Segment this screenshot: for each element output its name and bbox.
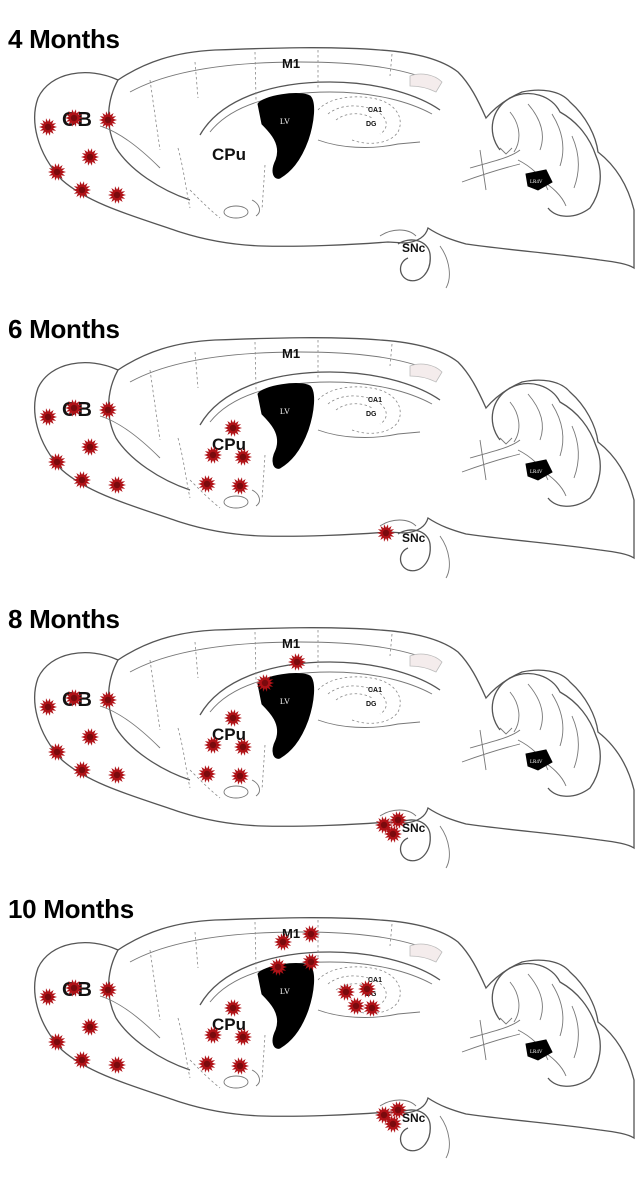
brain-diagram: OBCPuM1SNcCA1DGLVLR4V [0,312,638,602]
ventricle-label-lv: LV [280,697,290,706]
region-label-ca1: CA1 [368,977,382,984]
cpu-marker [198,765,216,783]
ob-marker [73,471,91,489]
m1-marker [302,925,320,943]
region-label-snc: SNc [402,531,426,545]
ventricle-label-lr4v: LR4V [530,1050,543,1055]
ob-marker [39,988,57,1006]
cpu-marker [231,1057,249,1075]
panel-3: 8 MonthsOBCPuM1SNcCA1DGLVLR4V [0,602,638,892]
region-label-ca1: CA1 [368,397,382,404]
brain-diagram: OBCPuM1SNcCA1DGLVLR4V [0,892,638,1182]
snc-marker [377,524,395,542]
cpu-marker [231,477,249,495]
ca1-marker [363,999,381,1017]
ob-marker [108,1056,126,1074]
brain-outline [35,918,634,1158]
cpu-marker [198,475,216,493]
brain-outline [35,628,634,868]
panel-2: 6 MonthsOBCPuM1SNcCA1DGLVLR4V [0,312,638,602]
region-label-snc: SNc [402,821,426,835]
ventricle-label-lv: LV [280,117,290,126]
ob-marker [73,1051,91,1069]
region-label-m1: M1 [282,636,300,651]
ca1-marker [337,983,355,1001]
ventricle-label-lr4v: LR4V [530,470,543,475]
brain-diagram: OBCPuM1SNcCA1DGLVLR4V [0,602,638,892]
m1-marker [288,653,306,671]
ob-marker [108,766,126,784]
ob-marker [108,476,126,494]
brain-diagram: OBCPuM1SNcCA1DGLVLR4V [0,22,638,312]
brain-outline [35,338,634,578]
region-label-dg: DG [366,701,377,708]
panel-1: 4 MonthsOBCPuM1SNcCA1DGLVLR4V [0,22,638,312]
ob-marker [39,698,57,716]
ventricle-label-lv: LV [280,987,290,996]
ventricle-label-lr4v: LR4V [530,760,543,765]
ob-marker [73,181,91,199]
panel-4: 10 MonthsOBCPuM1SNcCA1DGLVLR4V [0,892,638,1182]
ob-marker [39,408,57,426]
ob-marker [81,728,99,746]
cpu-marker [231,767,249,785]
ob-marker [81,438,99,456]
brain-outline [35,48,634,288]
ob-marker [108,186,126,204]
ventricle-label-lv: LV [280,407,290,416]
region-label-ca1: CA1 [368,107,382,114]
region-label-snc: SNc [402,241,426,255]
ob-marker [81,148,99,166]
cpu-marker [198,1055,216,1073]
ob-marker [39,118,57,136]
region-label-snc: SNc [402,1111,426,1125]
region-label-m1: M1 [282,56,300,71]
region-label-m1: M1 [282,346,300,361]
region-label-ca1: CA1 [368,687,382,694]
region-label-cpu: CPu [212,145,246,164]
ca1-marker [347,997,365,1015]
region-label-dg: DG [366,121,377,128]
ob-marker [81,1018,99,1036]
region-label-dg: DG [366,411,377,418]
ob-marker [73,761,91,779]
ventricle-label-lr4v: LR4V [530,180,543,185]
